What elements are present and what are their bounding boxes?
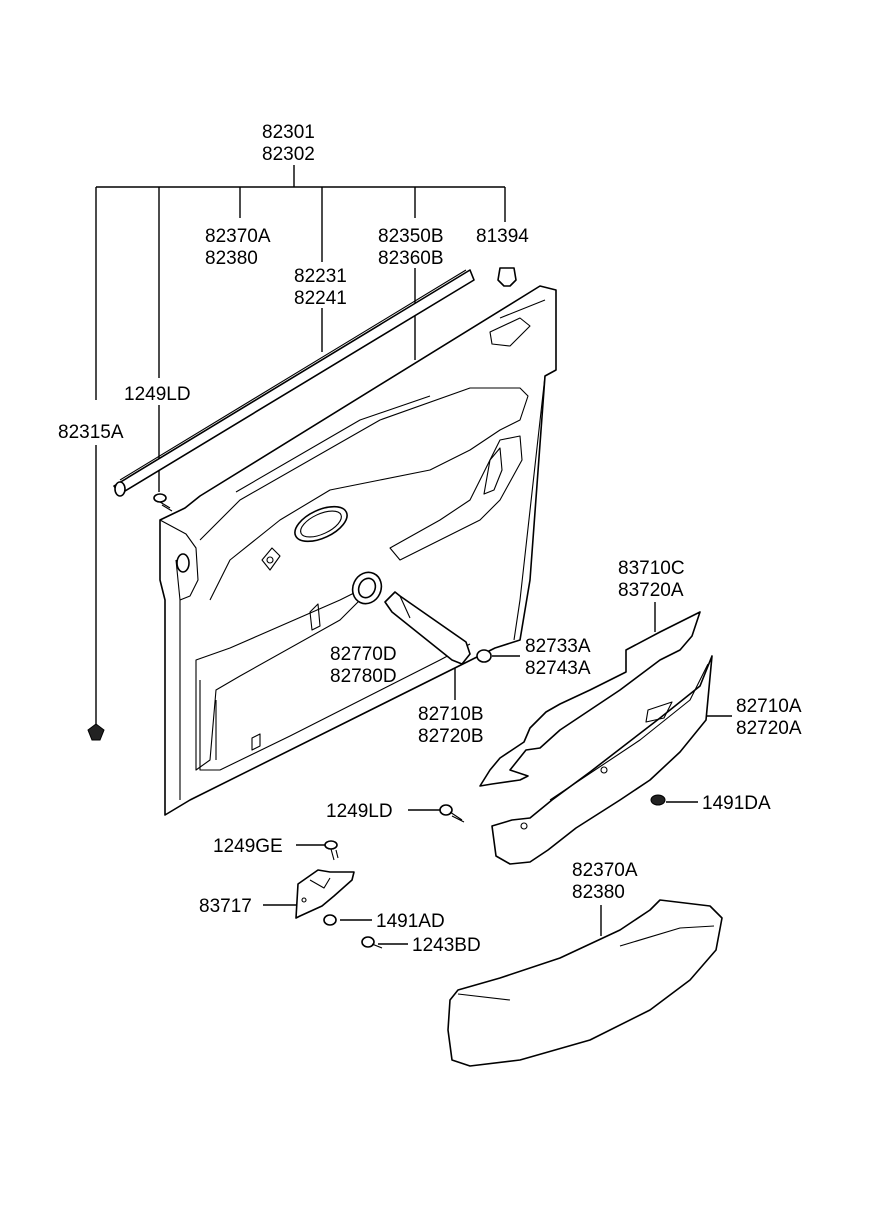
label-1491ad: 1491AD [376,911,445,932]
armrest-pad-82370a [447,899,723,1067]
label-82380-bottom: 82380 [572,882,625,903]
label-82370a-bottom: 82370A [572,860,638,881]
clip-81394-icon [497,267,517,287]
label-82360b: 82360B [378,248,444,269]
cap-82733a-icon [476,649,492,663]
screw-1491ad-icon [323,914,337,926]
bracket-83717 [295,869,355,919]
leader-lines [95,165,732,945]
weatherstrip-82231 [113,269,475,497]
screw-1249ld-mid-icon [439,804,465,823]
label-82301: 82301 [262,122,315,143]
part-number-labels: 82301 82302 82370A 82380 82231 82241 823… [58,122,802,956]
label-82315a: 82315A [58,422,124,443]
label-82350b: 82350B [378,226,444,247]
handle-bezel-82770d [351,571,383,605]
label-82720a: 82720A [736,718,802,739]
armrest-bracket-83710c [479,611,701,787]
clip-82315a-icon [87,723,105,741]
label-83720a: 83720A [618,580,684,601]
label-82710b: 82710B [418,704,484,725]
label-83717: 83717 [199,896,252,917]
label-82710a: 82710A [736,696,802,717]
screw-1249ge-icon [324,840,339,861]
label-82780d: 82780D [330,666,397,687]
door-trim-panel [159,285,557,816]
label-82743a: 82743A [525,658,591,679]
armrest-82710a [491,655,713,865]
label-1249ld-mid: 1249LD [326,801,393,822]
label-82720b: 82720B [418,726,484,747]
grip-82710b [384,591,471,665]
label-1249ld-top: 1249LD [124,384,191,405]
screw-1243bd-icon [361,936,383,949]
label-82380-top: 82380 [205,248,258,269]
label-81394: 81394 [476,226,529,247]
screw-1491da-icon [650,794,666,806]
label-1491da: 1491DA [702,793,771,814]
label-82733a: 82733A [525,636,591,657]
screw-1249ld-top-icon [153,493,173,512]
label-83710c: 83710C [618,558,685,579]
label-82302: 82302 [262,144,315,165]
label-1243bd: 1243BD [412,935,481,956]
label-82370a-top: 82370A [205,226,271,247]
label-1249ge: 1249GE [213,836,283,857]
label-82770d: 82770D [330,644,397,665]
label-82231: 82231 [294,266,347,287]
label-82241: 82241 [294,288,347,309]
